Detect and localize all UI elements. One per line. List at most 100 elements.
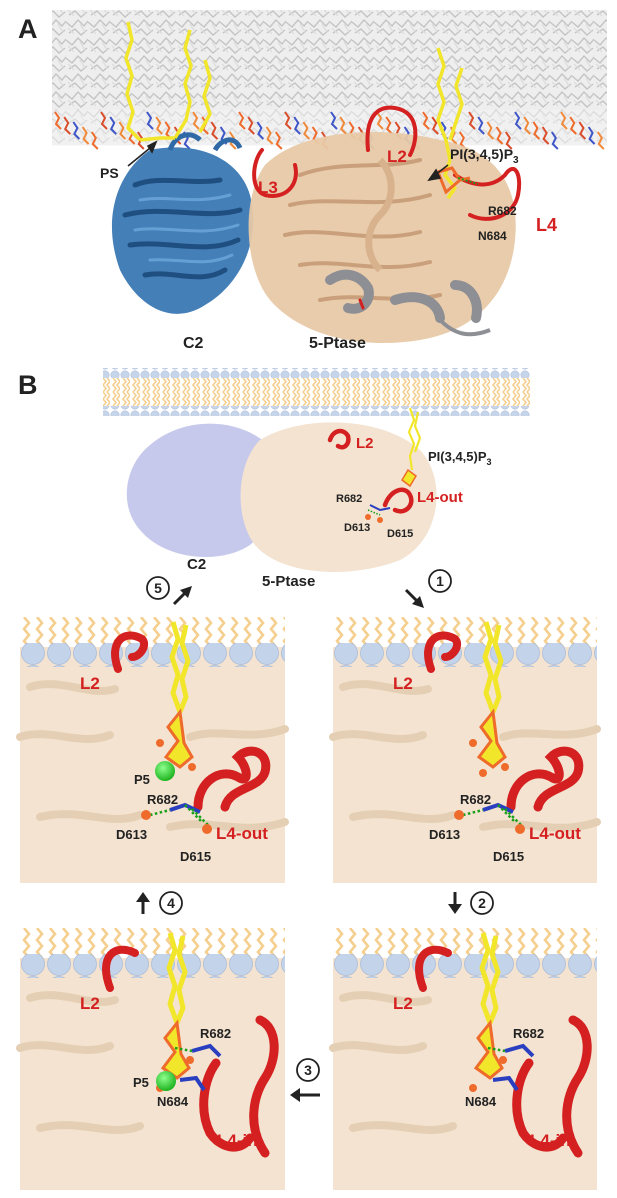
headgroup-stick xyxy=(514,111,522,130)
c2-domain xyxy=(111,132,254,314)
headgroup-stick xyxy=(118,121,127,140)
headgroup-stick xyxy=(486,121,495,140)
headgroup-stick xyxy=(569,116,577,135)
ptase-domain xyxy=(248,132,516,344)
tl-l2-label: L2 xyxy=(80,674,100,693)
headgroup-stick xyxy=(284,111,292,130)
headgroup-stick xyxy=(422,111,430,130)
headgroup-stick xyxy=(293,116,301,135)
headgroup-stick xyxy=(495,126,504,145)
headgroup-stick xyxy=(550,131,559,150)
panel-b: B L2 PI(3,4,5)P3 R682 L4-out D613 D615 C… xyxy=(16,368,601,1190)
headgroup-stick xyxy=(541,126,550,145)
panel-a-letter: A xyxy=(18,14,38,44)
pip3-label-a-main: PI(3,4,5)P xyxy=(450,146,513,162)
headgroup-stick xyxy=(560,111,568,130)
step-5-number: 5 xyxy=(154,580,162,596)
pip3-headgroup-a xyxy=(435,166,471,195)
tl-p5-label: P5 xyxy=(134,772,150,787)
headgroup-stick xyxy=(339,116,347,135)
l2-label: L2 xyxy=(387,147,407,166)
tl-loop-label: L4-out xyxy=(216,824,268,843)
overview-l2-label: L2 xyxy=(356,435,374,452)
step-4-number: 4 xyxy=(167,895,175,911)
overview-l4out-label: L4-out xyxy=(417,489,463,506)
headgroup-stick xyxy=(274,131,283,150)
pip3-label-a: PI(3,4,5)P3 xyxy=(450,146,519,166)
headgroup-stick xyxy=(109,116,117,135)
bl-n684-label: N684 xyxy=(157,1094,189,1109)
bl-p5-label: P5 xyxy=(133,1075,149,1090)
headgroup-stick xyxy=(63,116,71,135)
l3-label: L3 xyxy=(258,178,278,197)
bl-r682-label: R682 xyxy=(200,1026,231,1041)
step-3: 3 xyxy=(290,1058,320,1102)
headgroup-stick xyxy=(596,131,605,150)
l4-label: L4 xyxy=(536,215,557,235)
tr-d615-label: D615 xyxy=(493,849,524,864)
overview-d613-label: D613 xyxy=(344,522,370,534)
tl-r682-label: R682 xyxy=(147,792,178,807)
ptase-label-a: 5-Ptase xyxy=(309,335,366,352)
br-n684-label: N684 xyxy=(465,1094,497,1109)
headgroup-stick xyxy=(330,111,338,130)
panel-a: A xyxy=(18,10,607,352)
tl-d613-label: D613 xyxy=(116,827,147,842)
panel-a-annotations xyxy=(127,140,449,182)
overview-ptase-label: 5-Ptase xyxy=(262,573,315,590)
headgroup-stick xyxy=(523,116,531,135)
headgroup-stick xyxy=(238,111,246,130)
overview-pip3-sub: 3 xyxy=(487,457,492,467)
bl-loop-label: L4-in xyxy=(217,1131,258,1150)
pip3-lipid xyxy=(436,47,464,200)
headgroup-stick xyxy=(265,126,274,145)
n684-label-a: N684 xyxy=(478,229,507,243)
bl-l2-label: L2 xyxy=(80,994,100,1013)
headgroup-stick xyxy=(100,111,108,130)
step-2: 2 xyxy=(448,891,494,915)
overview-membrane xyxy=(103,368,530,416)
c2-label-a: C2 xyxy=(183,335,204,352)
panel-b-letter: B xyxy=(18,370,38,400)
headgroup-stick xyxy=(468,111,476,130)
headgroup-stick xyxy=(587,126,596,145)
br-loop-label: L4-in xyxy=(530,1131,571,1150)
headgroup-stick xyxy=(81,126,90,145)
headgroup-stick xyxy=(431,116,439,135)
step-4: 4 xyxy=(136,891,183,915)
headgroup-stick xyxy=(302,121,311,140)
headgroup-stick xyxy=(146,111,154,130)
loops-a xyxy=(252,105,522,310)
headgroup-stick xyxy=(247,116,255,135)
overview-d615-label: D615 xyxy=(387,528,413,540)
overview-protein xyxy=(126,407,437,572)
r682-hbond-a xyxy=(457,177,479,185)
tr-r682-label: R682 xyxy=(460,792,491,807)
r682-label-a: R682 xyxy=(488,204,517,218)
step-2-number: 2 xyxy=(478,895,486,911)
tr-d613-label: D613 xyxy=(429,827,460,842)
headgroup-stick xyxy=(54,111,62,130)
headgroup-stick xyxy=(532,121,541,140)
tr-l2-label: L2 xyxy=(393,674,413,693)
detail-panel-top-right: L2 R682 D613 D615 L4-out xyxy=(329,617,601,883)
overview-c2-label: C2 xyxy=(187,556,206,573)
headgroup-stick xyxy=(578,121,587,140)
br-l2-label: L2 xyxy=(393,994,413,1013)
headgroup-stick xyxy=(504,131,513,150)
headgroup-stick xyxy=(376,111,384,130)
detail-panel-bottom-right: L2 R682 N684 L4-in xyxy=(329,928,597,1190)
overview-r682-label: R682 xyxy=(336,493,362,505)
ps-lipid xyxy=(124,21,212,142)
step-1: 1 xyxy=(404,569,452,608)
overview-pip3-label: PI(3,4,5)P3 xyxy=(428,449,492,467)
step-1-number: 1 xyxy=(436,573,444,589)
overview-pip3-main: PI(3,4,5)P xyxy=(428,449,487,464)
headgroup-stick xyxy=(210,121,219,140)
detail-panel-top-left: L2 P5 R682 D613 D615 L4-out xyxy=(16,617,289,883)
headgroup-stick xyxy=(155,116,163,135)
tl-d615-label: D615 xyxy=(180,849,211,864)
headgroup-stick xyxy=(385,116,393,135)
headgroup-stick xyxy=(256,121,265,140)
